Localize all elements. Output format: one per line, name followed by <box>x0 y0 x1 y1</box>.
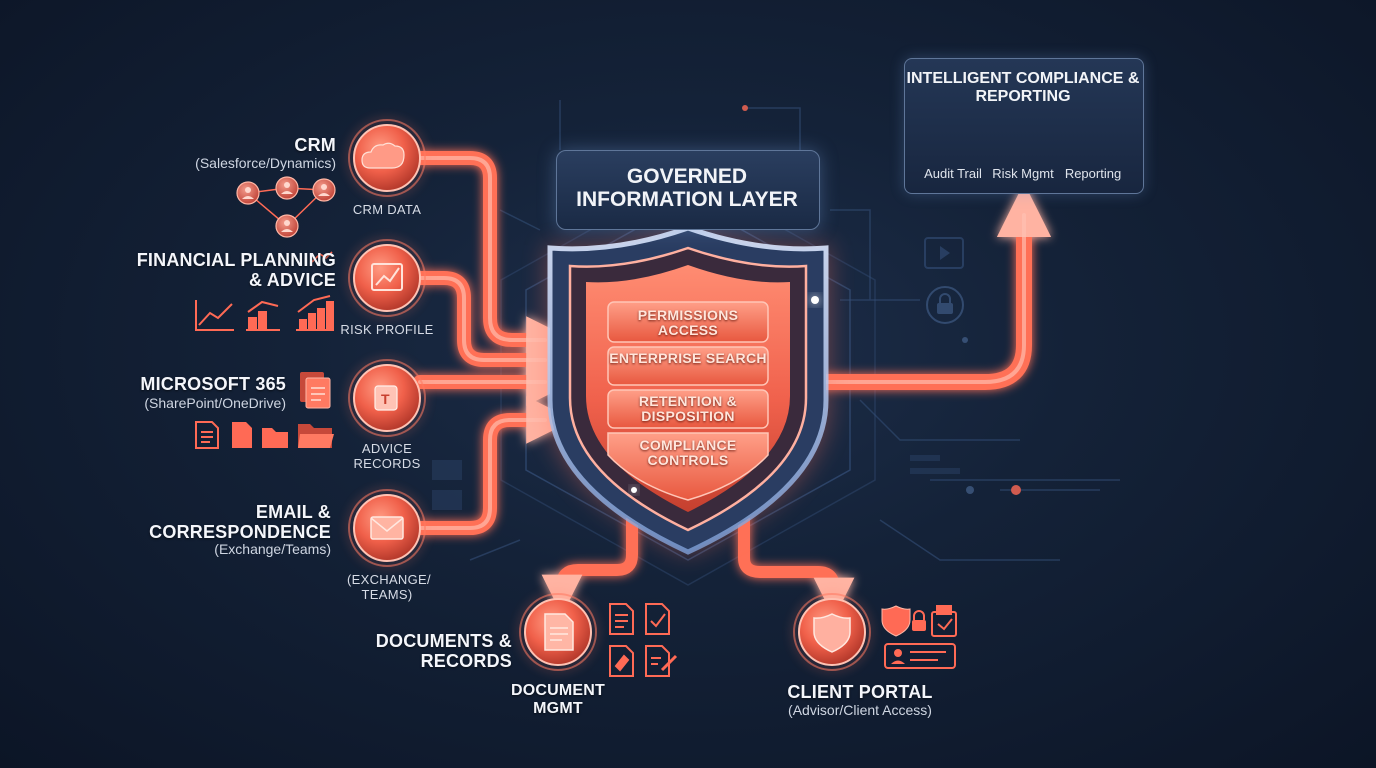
financial-title: FINANCIAL PLANNING & ADVICE <box>136 250 336 290</box>
reporting-label: Reporting <box>1064 166 1122 181</box>
email-subtitle: (Exchange/Teams) <box>214 541 331 557</box>
m365-subtitle: (SharePoint/OneDrive) <box>144 395 286 411</box>
layer-bar-compliance <box>607 432 769 501</box>
layer-retention-label: RETENTION & DISPOSITION <box>638 393 738 424</box>
compliance-panel <box>904 58 1144 194</box>
hexagon-rings <box>500 174 876 586</box>
audit-trail-label: Audit Trail <box>924 166 982 181</box>
layer-bar-search <box>607 346 769 386</box>
decorative-play-icon <box>924 237 964 269</box>
crm-network-icon <box>236 176 336 238</box>
decorative-panels <box>432 455 960 510</box>
governed-layer-title: GOVERNED INFORMATION LAYER <box>576 165 798 211</box>
financial-chart-icons <box>195 251 334 331</box>
folder-open-icon <box>298 424 334 448</box>
decorative-lock-icon <box>926 286 964 324</box>
shield-layers <box>607 301 769 501</box>
documents-node-label: DOCUMENT MGMT <box>510 682 606 717</box>
output-node-client-portal[interactable] <box>793 593 871 671</box>
m365-title: MICROSOFT 365 <box>140 374 286 394</box>
svg-text:T: T <box>381 391 390 407</box>
crm-title: CRM <box>294 135 336 155</box>
client-portal-title: CLIENT PORTAL <box>787 682 933 702</box>
risk-mgmt-label: Risk Mgmt <box>992 166 1054 181</box>
trend-chart-icon <box>371 263 403 291</box>
source-node-financial[interactable] <box>348 239 426 317</box>
folder-icon <box>262 428 288 448</box>
email-node-label: (EXCHANGE/ TEAMS) <box>347 572 431 602</box>
layer-bar-retention <box>607 389 769 429</box>
email-title: EMAIL & CORRESPONDENCE <box>149 502 331 542</box>
financial-node-label: RISK PROFILE <box>340 322 434 337</box>
layer-bar-permissions <box>607 301 769 343</box>
governed-layer-box <box>556 150 820 230</box>
layer-permissions-label: PERMISSIONS ACCESS <box>637 307 739 338</box>
envelope-icon <box>370 516 404 540</box>
source-node-m365[interactable]: T <box>348 359 426 437</box>
crm-subtitle: (Salesforce/Dynamics) <box>195 155 336 171</box>
flow-arrows <box>413 151 1052 619</box>
salesforce-cloud-icon <box>361 142 405 169</box>
client-portal-icons <box>881 605 957 669</box>
m365-node-label: ADVICE RECORDS <box>353 441 421 471</box>
stacked-documents-icon <box>300 372 331 409</box>
source-node-crm[interactable] <box>348 119 426 197</box>
layer-compliance-label: COMPLIANCE CONTROLS <box>639 437 737 468</box>
shield-icon <box>813 613 851 653</box>
m365-file-icons <box>195 372 334 449</box>
source-node-email[interactable] <box>348 489 426 567</box>
documents-title: DOCUMENTS & RECORDS <box>375 631 512 671</box>
client-portal-subtitle: (Advisor/Client Access) <box>788 702 932 718</box>
records-icons <box>609 603 678 677</box>
document-outline-icon <box>195 421 219 449</box>
document-filled-icon <box>232 422 252 448</box>
teams-icon: T <box>374 385 398 411</box>
crm-node-label: CRM DATA <box>352 202 422 217</box>
layer-search-label: ENTERPRISE SEARCH <box>609 350 767 366</box>
circuit-background <box>469 100 1120 561</box>
output-node-documents[interactable] <box>519 593 597 671</box>
compliance-panel-title: INTELLIGENT COMPLIANCE & REPORTING <box>906 70 1140 105</box>
document-icon <box>544 613 574 651</box>
